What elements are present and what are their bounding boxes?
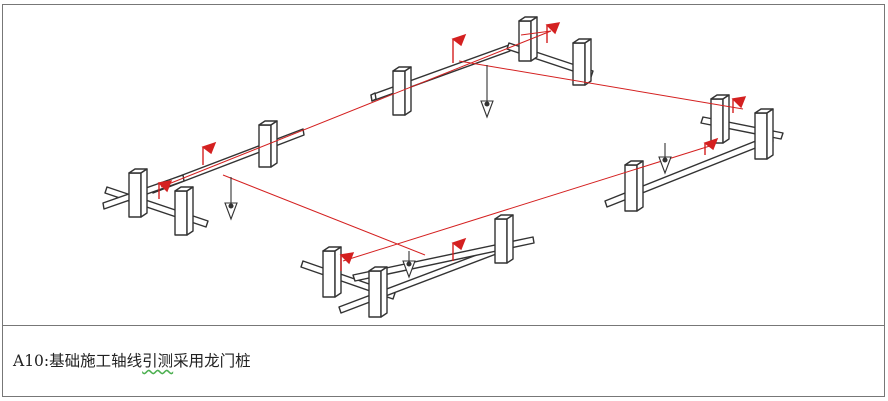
- figure-frame: A10:基础施工轴线引测采用龙门桩: [2, 4, 885, 397]
- top-stake-right: [572, 42, 586, 86]
- left-stake-corner: [174, 190, 188, 236]
- axis-line-bottom: [342, 144, 714, 262]
- plumb-bob-bottom: [402, 251, 416, 279]
- flag-top-left: [451, 33, 467, 63]
- plumb-bobs: [224, 65, 672, 279]
- caption-suffix: 采用龙门桩: [173, 352, 251, 370]
- flag-right-front: [703, 137, 719, 155]
- left-stake-front: [128, 172, 142, 218]
- batter-board-diagram: [102, 16, 784, 318]
- top-rail: [370, 44, 511, 102]
- axis-lines: [160, 30, 744, 262]
- bottom-stake-left: [322, 250, 336, 298]
- figure-caption: A10:基础施工轴线引测采用龙门桩: [13, 349, 251, 371]
- axis-line-right: [458, 60, 744, 110]
- nail-flags: [157, 22, 747, 271]
- flag-right-back: [731, 96, 747, 113]
- plumb-bob-left: [224, 177, 238, 221]
- batter-board-left: [102, 120, 305, 236]
- flag-left-front: [157, 180, 173, 199]
- right-stake-corner: [754, 112, 768, 160]
- plumb-bob-top: [480, 65, 494, 119]
- caption-divider: [3, 325, 884, 326]
- flag-top-right: [545, 22, 561, 43]
- flag-left-far: [201, 141, 217, 165]
- caption-prefix: A10:基础施工轴线: [13, 352, 143, 370]
- plumb-bob-right: [658, 143, 672, 175]
- caption-marked-word: 引测: [142, 352, 174, 370]
- bottom-stake-far: [494, 218, 508, 264]
- bottom-rail: [352, 236, 535, 282]
- batter-board-bottom: [300, 214, 535, 318]
- axis-line-top: [160, 30, 552, 188]
- flag-bottom-left: [339, 252, 355, 271]
- batter-board-top: [370, 16, 594, 116]
- flag-bottom-right: [451, 237, 467, 261]
- bottom-stake-corner: [368, 270, 382, 318]
- left-stake-far: [258, 124, 272, 168]
- batter-board-right: [604, 94, 784, 212]
- axis-line-left: [222, 174, 426, 256]
